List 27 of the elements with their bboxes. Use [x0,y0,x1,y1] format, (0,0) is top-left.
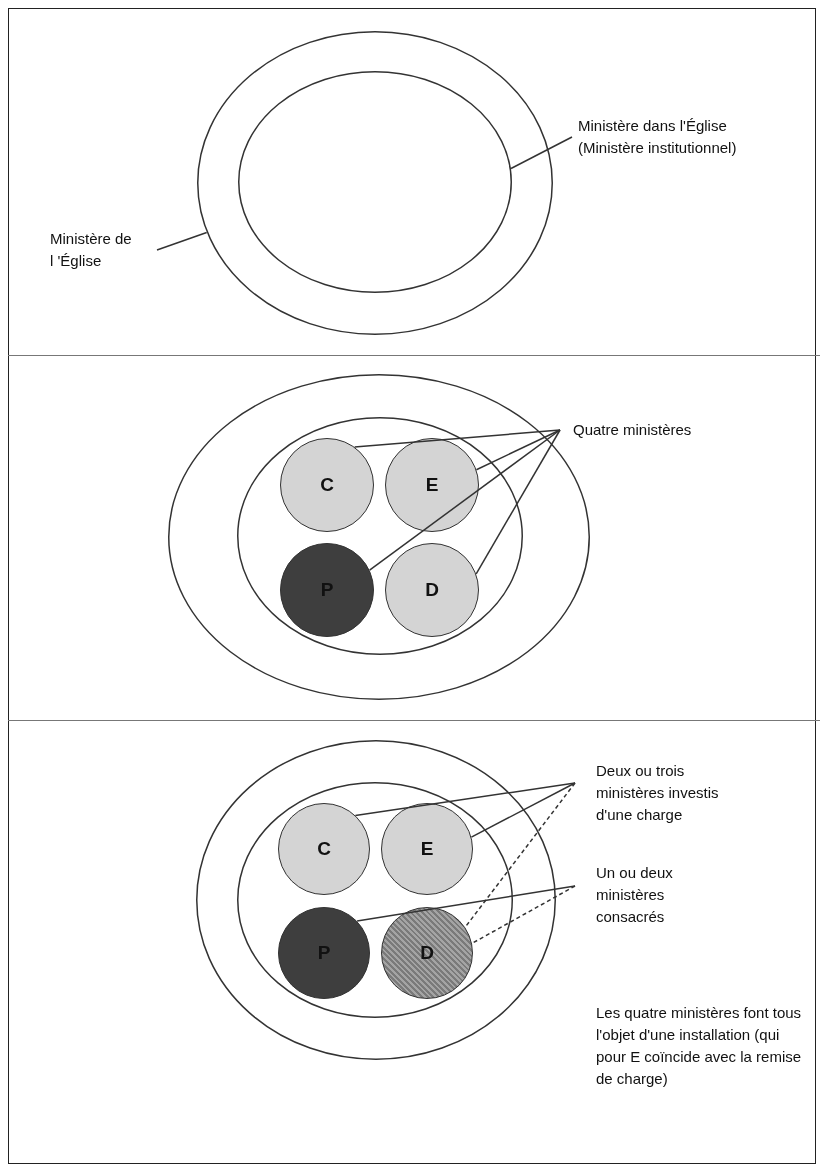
ellipse-outline [197,31,553,335]
leader-label: Un ou deux ministères consacrés [596,862,696,928]
leader-line [470,782,576,838]
leader-line [471,885,576,945]
note-text: Les quatre ministères font tous l'objet d'une installation (qui pour E coïncide avec la remise de charge) [596,1003,803,1089]
leader-line [356,885,576,922]
leader-line [475,429,561,471]
leader-label: Quatre ministères [573,419,743,441]
ellipse-outline [238,71,512,293]
leader-line [353,429,561,448]
leader-label: Ministère dans l'Église (Ministère institutionnel) [578,115,793,159]
leader-line [475,429,561,575]
ministry-circle: D [385,543,479,637]
leader-label: Deux ou trois ministères investis d'une charge [596,760,746,826]
leader-line [368,429,561,571]
ministry-circle: C [278,803,370,895]
ellipse-outline [237,417,523,655]
ministry-circle: E [385,438,479,532]
ministry-circle: D [381,907,473,999]
ellipse-outline [196,740,556,1060]
ellipse-outline [237,782,513,1018]
leader-line [510,136,573,170]
leader-label: Ministère de l 'Église [50,228,136,272]
leader-line [156,231,208,251]
ministry-circle: E [381,803,473,895]
leader-line [354,782,576,817]
ministry-circle: C [280,438,374,532]
